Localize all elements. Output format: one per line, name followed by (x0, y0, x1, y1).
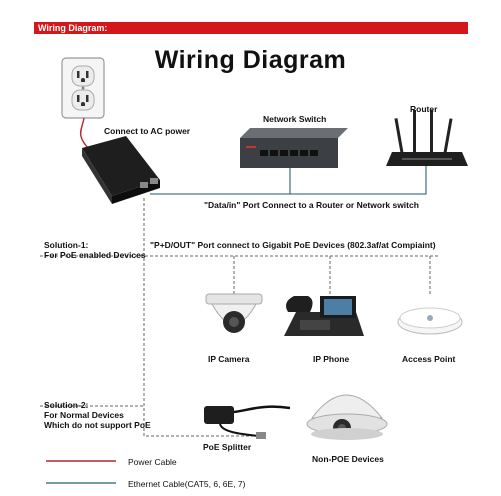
header-banner: Wiring Diagram: (34, 22, 468, 34)
access-point-icon (397, 307, 463, 335)
ac-power-label: Connect to AC power (104, 126, 191, 136)
dome-camera-icon (205, 293, 263, 333)
solution1-title: Solution-1: (44, 240, 89, 250)
router-cable-wire (290, 166, 427, 195)
network-switch-icon (240, 128, 348, 168)
legend-ethernet-label: Ethernet Cable(CAT5, 6, 6E, 7) (128, 479, 246, 489)
nonpoe-label: Non-POE Devices (312, 454, 384, 464)
ip-phone-label: IP Phone (313, 354, 350, 364)
splitter-label: PoE Splitter (203, 442, 252, 452)
ip-camera-label: IP Camera (208, 354, 250, 364)
wall-outlet-icon (61, 57, 105, 119)
solution1-desc: For PoE enabled Devices (44, 250, 146, 260)
poe-injector-icon (82, 136, 160, 204)
pdout-label: "P+D/OUT" Port connect to Gigabit PoE De… (150, 240, 436, 250)
pd-out-cable-wire (143, 198, 258, 437)
power-cable-wire (79, 117, 91, 151)
legend-power-label: Power Cable (128, 457, 177, 467)
non-poe-camera-icon (306, 394, 388, 440)
solution2-desc-2: Which do not support PoE (44, 420, 151, 430)
solution2-desc: For Normal Devices (44, 410, 124, 420)
router-label: Router (410, 104, 438, 114)
datain-label: "Data/in" Port Connect to a Router or Ne… (204, 200, 419, 210)
datain-cable-wire (150, 168, 291, 195)
access-point-label: Access Point (402, 354, 456, 364)
ip-phone-icon (284, 296, 364, 336)
switch-label: Network Switch (263, 114, 327, 124)
router-icon (386, 110, 468, 166)
page-title: Wiring Diagram (154, 46, 347, 74)
solution2-title: Solution-2: (44, 400, 89, 410)
banner-label: Wiring Diagram: (38, 23, 108, 33)
poe-splitter-icon (204, 405, 291, 439)
